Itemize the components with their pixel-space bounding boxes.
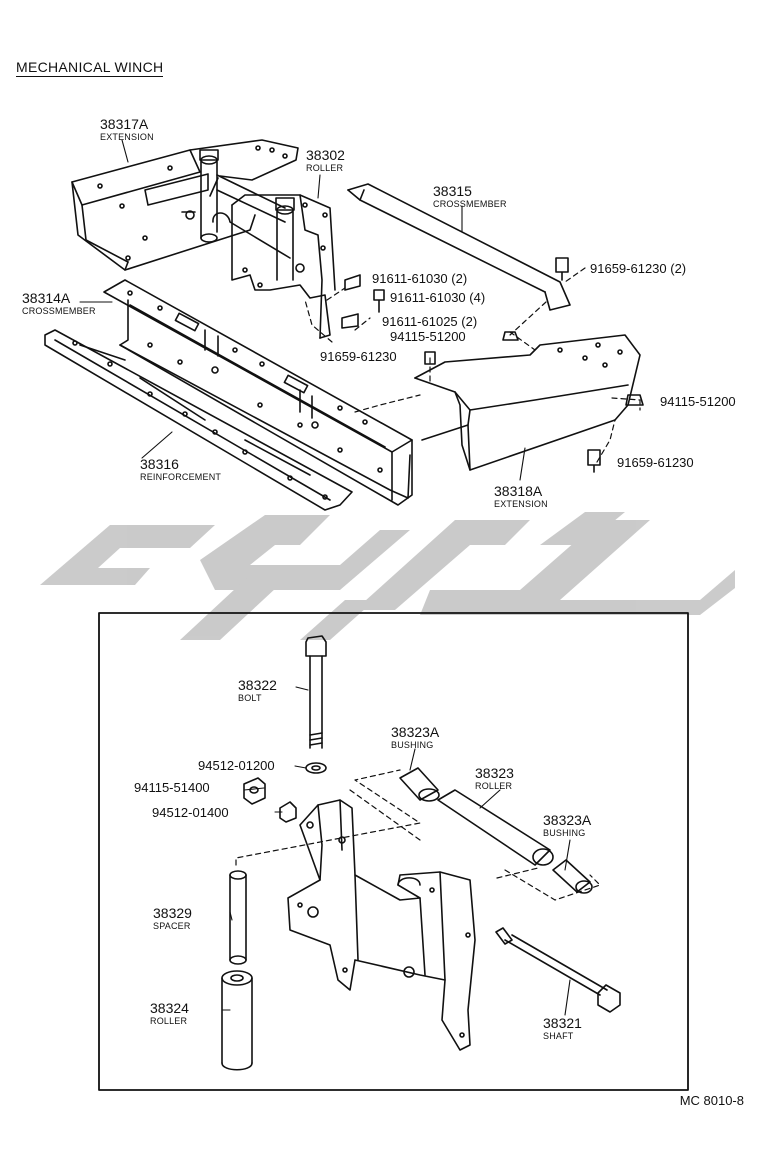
part-number: 38323A [543,812,592,828]
part-name: BUSHING [391,740,434,750]
fastener-label: 94115-51200 [660,394,736,409]
part-number: 38317A [100,116,149,132]
watermark-logo [40,512,735,640]
part-label-38323: 38323 ROLLER [475,766,514,791]
leader-lines-lower [235,769,601,901]
fastener-label: 94115-51200 [390,329,466,344]
part-number: 38322 [238,677,277,693]
part-name: CROSSMEMBER [22,306,96,316]
part-label-38323a-right: 38323A BUSHING [543,813,591,838]
fastener-label: 94115-51400 [134,780,210,795]
roller-38302-drawing [199,149,336,339]
part-number: 38314A [22,290,71,306]
fastener-label: 91611-61025 (2) [382,314,478,329]
part-name: SPACER [153,921,191,931]
extension-38317a-drawing [71,139,299,271]
part-name: SHAFT [543,1031,574,1041]
part-label-38316: 38316 REINFORCEMENT [140,457,221,482]
part-label-38318a: 38318A EXTENSION [494,484,548,509]
part-label-38322: 38322 BOLT [238,678,277,703]
part-label-38329: 38329 SPACER [153,906,192,931]
page-title: MECHANICAL WINCH [16,59,164,77]
fastener-label: 91659-61230 [320,349,397,364]
part-number: 38316 [140,456,179,472]
part-name: BOLT [238,693,262,703]
part-name: ROLLER [306,163,344,173]
part-number: 38302 [306,147,345,163]
part-label-38317a: 38317A EXTENSION [100,117,154,142]
reinforcement-38316-drawing [44,329,353,511]
crossmember-38314a-drawing [103,279,413,506]
leader-lines-upper [304,267,641,463]
fastener-label: 91659-61230 (2) [590,261,687,276]
part-label-38323a-left: 38323A BUSHING [391,725,439,750]
fastener-label: 94512-01400 [152,805,229,820]
part-number: 38321 [543,1015,582,1031]
part-name: EXTENSION [494,499,548,509]
extension-38318a-drawing [414,334,641,471]
part-number: 38318A [494,483,543,499]
part-label-38314a: 38314A CROSSMEMBER [22,291,96,316]
part-name: ROLLER [475,781,513,791]
part-name: BUSHING [543,828,586,838]
part-number: 38329 [153,905,192,921]
fastener-label: 94512-01200 [198,758,275,773]
part-label-38302: 38302 ROLLER [306,148,345,173]
part-label-38324: 38324 ROLLER [150,1001,189,1026]
part-name: EXTENSION [100,132,154,142]
detail-frame [98,612,689,1091]
fastener-icons-upper [341,257,644,473]
part-name: CROSSMEMBER [433,199,507,209]
part-name: ROLLER [150,1016,188,1026]
part-number: 38315 [433,183,472,199]
part-label-38321: 38321 SHAFT [543,1016,582,1041]
fastener-label: 91659-61230 [617,455,694,470]
detail-parts-drawing [221,635,621,1071]
fastener-label: 91611-61030 (4) [390,290,486,305]
label-leaders [79,139,571,1016]
part-name: REINFORCEMENT [140,472,222,482]
part-number: 38323 [475,765,514,781]
part-number: 38323A [391,724,440,740]
part-label-38315: 38315 CROSSMEMBER [433,184,507,209]
fastener-label: 91611-61030 (2) [372,271,468,286]
part-number: 38324 [150,1000,189,1016]
diagram-code: MC 8010-8 [679,1093,744,1108]
crossmember-38315-drawing [347,183,571,311]
